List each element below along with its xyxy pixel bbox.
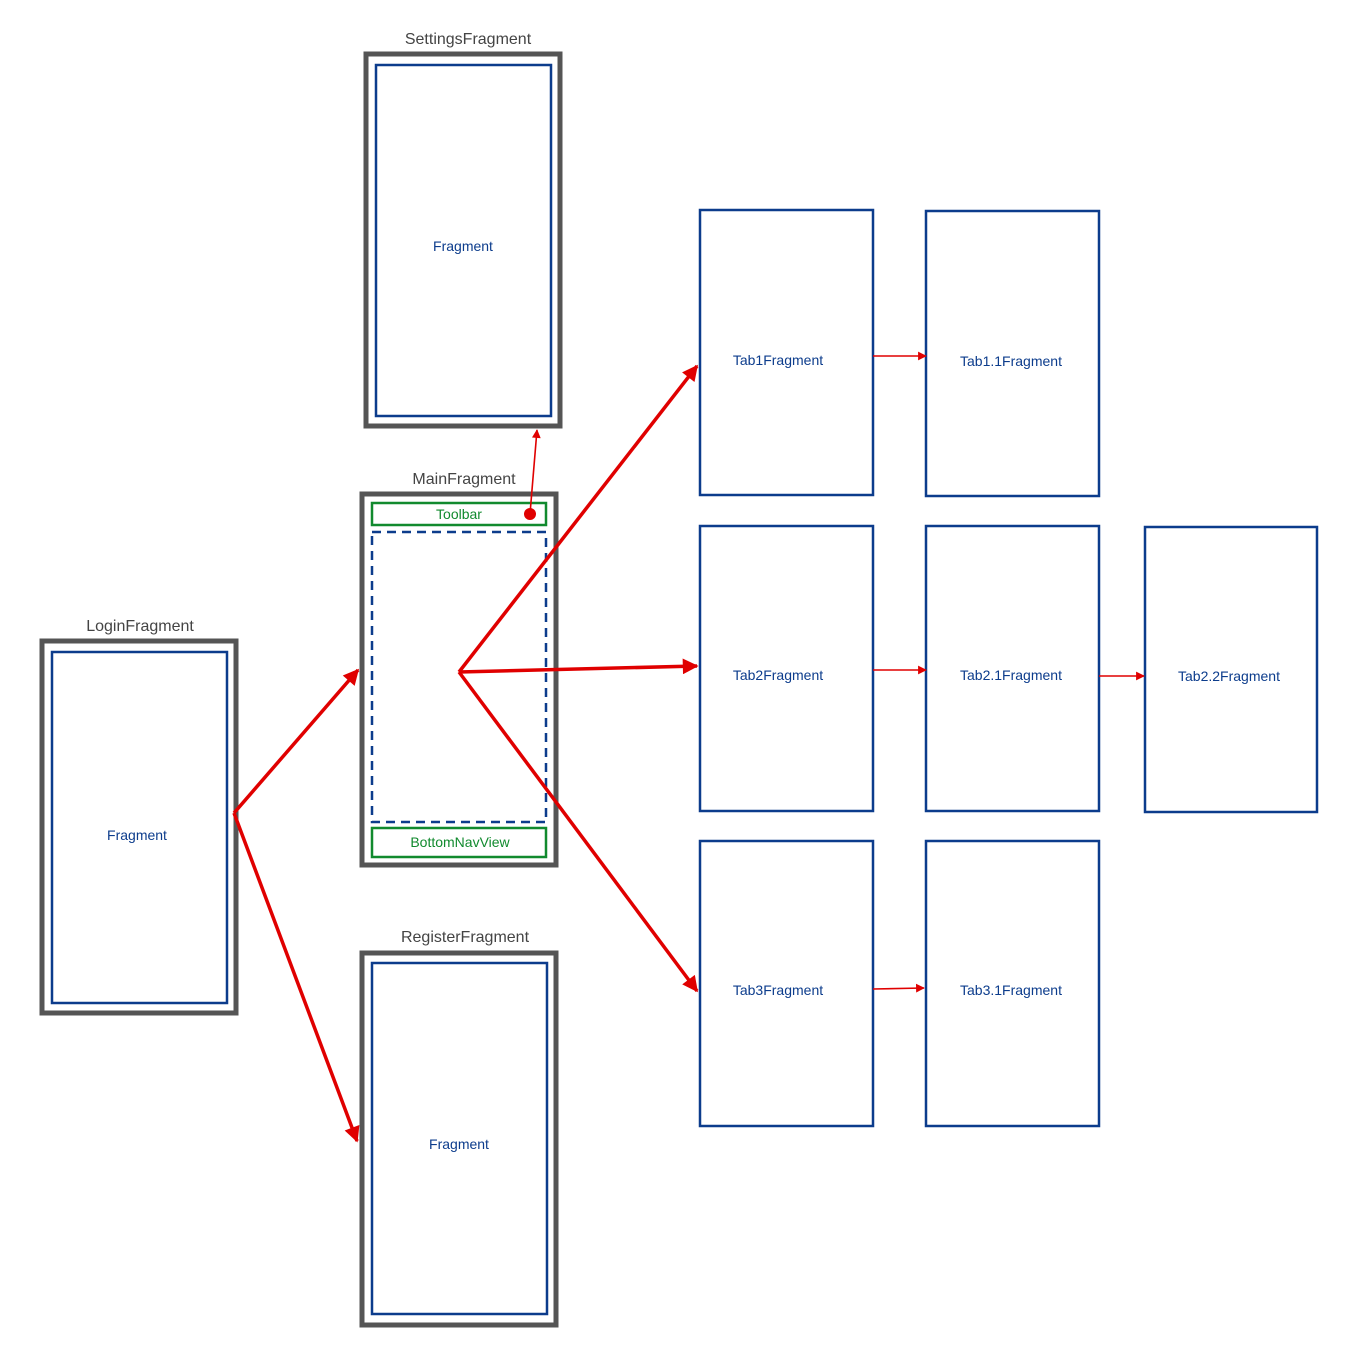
tab2-1-fragment: Tab2.1Fragment (924, 524, 1101, 813)
tab1-1-fragment: Tab1.1Fragment (924, 209, 1101, 498)
arrow-tab3-to-tab3-1 (872, 983, 925, 993)
tab2-2-fragment-label: Tab2.2Fragment (1178, 668, 1280, 684)
tab3-fragment-box (698, 839, 875, 1128)
register-fragment-inner (370, 961, 549, 1316)
settings-fragment-inner (374, 63, 553, 418)
tab3-fragment-label: Tab3Fragment (733, 982, 823, 998)
register-fragment-label: Fragment (429, 1136, 489, 1152)
arrow-login-to-main (232, 668, 360, 815)
login-fragment-inner (50, 650, 229, 1005)
arrow-toolbar-to-settings (529, 429, 541, 515)
toolbar-box (370, 501, 548, 527)
bottom-nav-box (370, 826, 548, 859)
settings-fragment-title: SettingsFragment (405, 31, 532, 48)
tab3-1-fragment-label: Tab3.1Fragment (960, 982, 1062, 998)
arrow-login-to-register (232, 812, 360, 1143)
tab2-fragment-label: Tab2Fragment (733, 667, 823, 683)
main-fragment-title: MainFragment (412, 471, 516, 488)
arrow-main-to-tab1 (457, 364, 699, 674)
navigation-arrows (232, 351, 1145, 1143)
tab1-fragment-label: Tab1Fragment (733, 352, 823, 368)
login-fragment: LoginFragment Fragment (39, 618, 239, 1016)
tab1-1-fragment-label: Tab1.1Fragment (960, 353, 1062, 369)
bottom-nav-label: BottomNavView (410, 834, 510, 850)
main-fragment-frame (359, 491, 559, 868)
settings-fragment-label: Fragment (433, 238, 493, 254)
settings-fragment: SettingsFragment Fragment (363, 31, 563, 429)
nav-host-container (370, 530, 548, 824)
tab1-fragment: Tab1Fragment (698, 208, 875, 497)
login-fragment-label: Fragment (107, 827, 167, 843)
tab2-1-fragment-label: Tab2.1Fragment (960, 667, 1062, 683)
tab3-fragment: Tab3Fragment (698, 839, 875, 1128)
tab2-2-fragment-box (1143, 525, 1319, 814)
tab2-fragment-box (698, 524, 875, 813)
tab3-1-fragment: Tab3.1Fragment (924, 839, 1101, 1128)
tab3-1-fragment-box (924, 839, 1101, 1128)
main-fragment: MainFragment Toolbar BottomNavView (359, 471, 559, 868)
tab2-1-fragment-box (924, 524, 1101, 813)
tab1-fragment-box (698, 208, 875, 497)
toolbar-label: Toolbar (436, 506, 482, 522)
register-fragment-title: RegisterFragment (401, 929, 530, 946)
arrow-main-to-tab2 (458, 658, 699, 675)
arrow-main-to-tab3 (457, 670, 699, 993)
tab2-fragment: Tab2Fragment (698, 524, 875, 813)
login-fragment-title: LoginFragment (86, 618, 194, 635)
tab2-2-fragment: Tab2.2Fragment (1143, 525, 1319, 814)
tab1-1-fragment-box (924, 209, 1101, 498)
register-fragment: RegisterFragment Fragment (359, 929, 559, 1328)
